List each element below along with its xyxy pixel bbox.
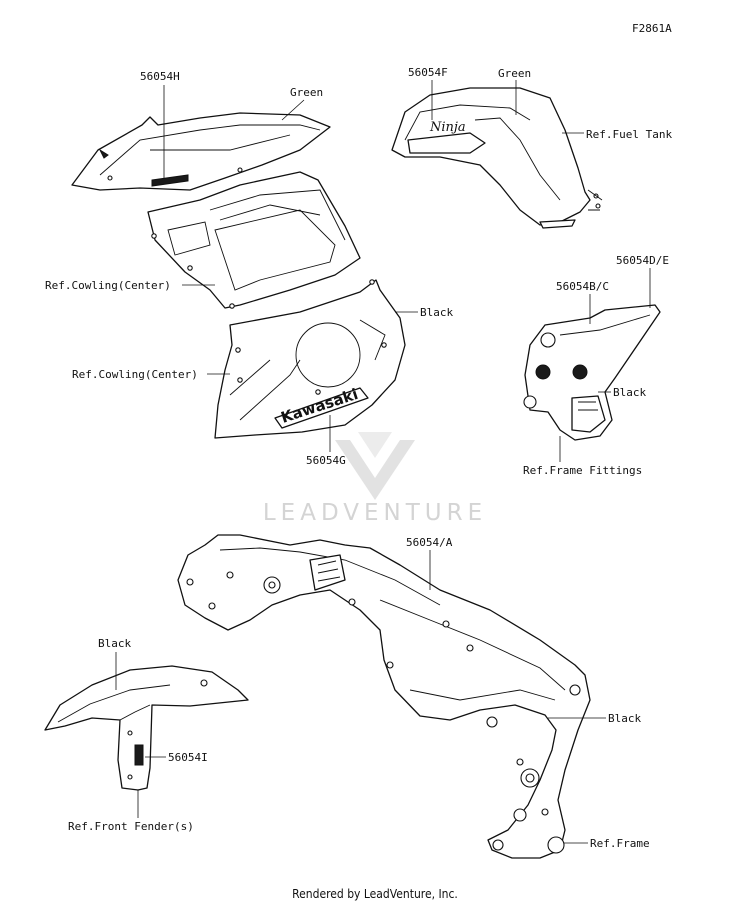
label-56054I: 56054I [168, 751, 208, 764]
watermark-text: LEADVENTURE [263, 500, 487, 526]
label-black-fittings: Black [613, 386, 646, 399]
leader-green-cowl [281, 99, 305, 121]
label-56054H: 56054H [140, 70, 180, 83]
label-black-cowl: Black [420, 306, 453, 319]
frame-fittings-part [523, 304, 661, 441]
label-56054DE: 56054D/E [616, 254, 669, 267]
fuel-tank-part: Ninja [391, 87, 603, 229]
figure-code: F2861A [632, 22, 672, 35]
label-black-fender: Black [98, 637, 131, 650]
label-ref-frame: Ref.Frame [590, 837, 650, 850]
ninja-decal-text: Ninja [429, 120, 466, 135]
label-56054A: 56054/A [406, 536, 453, 549]
label-ref-cowling-center-upper: Ref.Cowling(Center) [45, 279, 171, 292]
footer-credit: Rendered by LeadVenture, Inc. [292, 887, 458, 901]
label-green-cowl: Green [290, 86, 323, 99]
front-fender-part [44, 665, 249, 791]
watermark-logo [335, 432, 415, 500]
label-56054F: 56054F [408, 66, 448, 79]
label-green-tank: Green [498, 67, 531, 80]
label-black-frame: Black [608, 712, 641, 725]
main-frame-part [177, 534, 591, 859]
label-ref-fuel-tank: Ref.Fuel Tank [586, 128, 672, 141]
label-56054G: 56054G [306, 454, 346, 467]
lower-cowling-part: Kawasaki [214, 279, 406, 439]
upper-cowling-part [71, 112, 361, 309]
label-ref-frame-fittings: Ref.Frame Fittings [523, 464, 642, 477]
label-ref-cowling-center-lower: Ref.Cowling(Center) [72, 368, 198, 381]
label-ref-front-fender: Ref.Front Fender(s) [68, 820, 194, 833]
label-56054BC: 56054B/C [556, 280, 609, 293]
